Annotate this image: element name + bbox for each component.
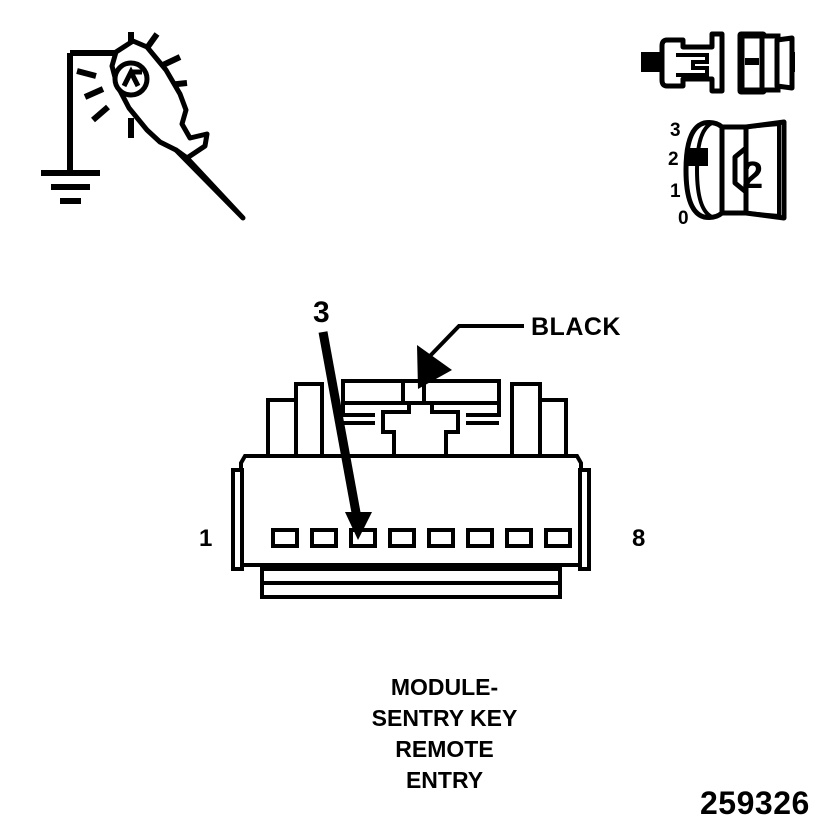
connector-latch-keyway [381, 401, 460, 464]
probe-bulb-filament-icon [121, 66, 142, 88]
pin3-arrowhead-icon [345, 512, 372, 540]
pin3-callout-label: 3 [313, 296, 330, 329]
cavity-dial-tick-2: 2 [668, 149, 679, 170]
connector-bottom-skirt [260, 567, 562, 599]
test-light-probe-icon [109, 38, 210, 161]
first-pin-label: 1 [199, 525, 213, 552]
cavity-dial-icon [683, 119, 787, 221]
pin-cavity [388, 528, 416, 548]
connector-pin-cavities [271, 528, 572, 548]
connector-latch-side-slots [341, 403, 501, 425]
connector-caption: MODULE- SENTRY KEY REMOTE ENTRY [277, 672, 612, 796]
caption-line: ENTRY [405, 767, 484, 793]
last-pin-label: 8 [632, 525, 646, 552]
connector-shoulder-tabs-right [510, 382, 568, 465]
cavity-dial-value: 2 [742, 155, 764, 197]
pin-cavity [427, 528, 455, 548]
black-arrowhead-icon [417, 345, 452, 389]
pin-cavity [466, 528, 494, 548]
connector-side-rails [231, 468, 591, 571]
cavity-dial-tick-1: 1 [670, 181, 681, 202]
ground-symbol-icon [67, 50, 118, 173]
ground-bars-icon [41, 170, 100, 204]
figure-id-number: 259326 [700, 785, 810, 821]
cavity-dial-tick-3: 3 [670, 120, 681, 141]
caption-line: SENTRY KEY [371, 705, 518, 731]
connector-shoulder-tabs-left [266, 382, 324, 465]
female-connector-half [737, 31, 795, 95]
pin-cavity [505, 528, 533, 548]
cavity-dial-tick-0: 0 [678, 208, 689, 229]
black-callout-leader [417, 324, 524, 389]
connector-body [239, 454, 583, 567]
pin-cavity [310, 528, 338, 548]
male-connector-half [641, 31, 725, 94]
pin3-callout-leader [318, 331, 372, 540]
pin-cavity [271, 528, 299, 548]
caption-line: REMOTE [395, 736, 494, 762]
wire-color-label: BLACK [531, 313, 621, 341]
pin-cavity [544, 528, 572, 548]
caption-line: MODULE- [390, 674, 499, 700]
probe-tip-icon [173, 147, 246, 221]
cavity-marker-icon [688, 148, 708, 166]
